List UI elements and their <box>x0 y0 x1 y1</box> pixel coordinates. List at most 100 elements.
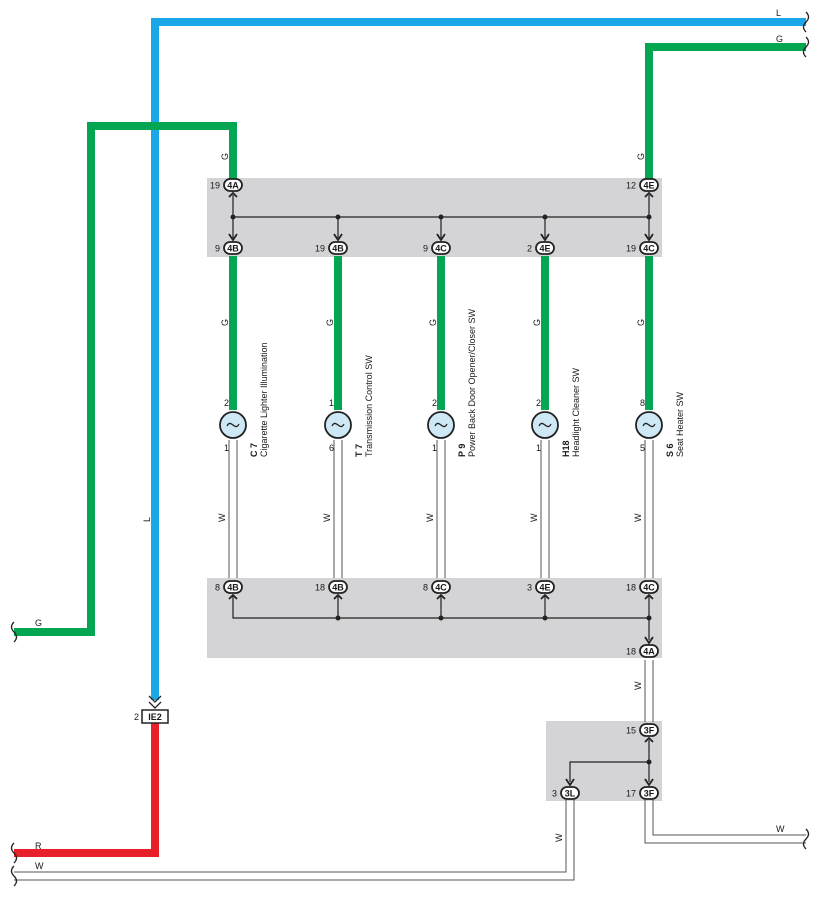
connector-4a-mid-shape <box>639 644 659 658</box>
component-code: C 7 <box>249 443 259 457</box>
component-name: Headlight Cleaner SW <box>571 367 581 457</box>
bus-upper-drops <box>232 217 650 238</box>
connector-top-row-1-arrow <box>228 233 238 242</box>
wire-label-branch-2-top: G <box>325 319 335 326</box>
wire-lower-right-w <box>644 660 654 722</box>
component-code: P 9 <box>457 444 467 457</box>
component-pin-top: 2 <box>536 398 541 408</box>
connector-mid-row-4-pin: 3 <box>527 583 532 593</box>
connector-mid-row-2-code: 4B <box>332 583 344 593</box>
wire-label-branch-5-bottom: W <box>633 513 643 522</box>
connector-top-row-2-shape <box>328 241 348 255</box>
component-pin-bottom: 1 <box>224 443 229 453</box>
wire-label-top-green: G <box>776 34 783 44</box>
connector-top-row-3-code: 4C <box>435 244 447 254</box>
wire-label-right-green-vertical: G <box>636 153 646 160</box>
connector-mid-row-3-pin: 8 <box>423 583 428 593</box>
connector-3l-code: 3L <box>565 789 576 799</box>
connector-3f-out-arrow <box>644 778 654 787</box>
wire-label-branch-5-top: G <box>636 319 646 326</box>
bus-upper-dots <box>230 214 652 220</box>
component-pin-top: 2 <box>224 398 229 408</box>
ie2-connector: IE2 2 <box>134 695 169 724</box>
connector-3l-shape <box>560 786 580 800</box>
connector-top-row-4: 4E2 <box>527 241 555 255</box>
connector-4e-top: 4E 12 <box>626 178 659 192</box>
connector-3f-in-pin: 15 <box>626 726 636 736</box>
connector-top-row-1-pin: 9 <box>215 244 220 254</box>
wire-lower-left-w <box>14 800 567 873</box>
connector-top-row-1-code: 4B <box>227 244 239 254</box>
wire-label-branch-3-top: G <box>428 319 438 326</box>
connector-3f-in: 3F 15 <box>626 723 659 737</box>
connector-4a-mid-pin: 18 <box>626 647 636 657</box>
connector-4a-top-arrow <box>228 191 238 198</box>
connector-3l-arrow <box>565 778 575 787</box>
connector-top-row-1: 4B 9 <box>215 241 243 255</box>
connector-top-row-3-pin: 9 <box>423 244 428 254</box>
bus-lower <box>569 740 650 782</box>
connector-mid-row-5-pin: 18 <box>626 583 636 593</box>
connector-4a-mid-code: 4A <box>643 647 655 657</box>
component-code: T 7 <box>354 444 364 457</box>
connector-4a-top-pin: 19 <box>210 181 220 191</box>
connector-mid-row-1-pin: 8 <box>215 583 220 593</box>
component-name: Cigarette Lighter Illumination <box>259 342 269 457</box>
connector-top-row-5-arrow <box>644 233 654 242</box>
connector-mid-row-2-arrow <box>333 593 343 600</box>
connector-4e-top-code: 4E <box>643 181 654 191</box>
component-name: Transmission Control SW <box>364 355 374 457</box>
wire-left-green <box>14 122 237 636</box>
wire-label-vertical-blue: L <box>142 517 152 522</box>
component-pin-bottom: 1 <box>536 443 541 453</box>
break-symbols-left <box>10 621 18 887</box>
connector-3f-out: 3F 17 <box>626 786 659 800</box>
wire-label-branch-4-top: G <box>532 319 542 326</box>
component-name: Power Back Door Opener/Closer SW <box>467 308 477 457</box>
connector-3f-in-shape <box>639 723 659 737</box>
connector-top-row-3: 4C 9 <box>423 241 451 255</box>
wire-label-branch-4-bottom: W <box>529 513 539 522</box>
connector-mid-row-3-code: 4C <box>435 583 447 593</box>
connector-4a-mid-arrow <box>644 636 654 645</box>
connector-top-row-2: 4B 19 <box>315 241 348 255</box>
connector-mid-row-4-shape <box>535 580 555 594</box>
component-pin-bottom: 1 <box>432 443 437 453</box>
bulb-filament-icon <box>538 422 552 428</box>
connector-top-row-2-arrow <box>333 233 343 242</box>
connector-top-row-2-code: 4B <box>332 244 344 254</box>
wire-top-green <box>645 43 806 180</box>
connector-3f-in-code: 3F <box>644 726 655 736</box>
wire-label-branch-2-bottom: W <box>322 513 332 522</box>
connector-mid-row-1-arrow <box>228 593 238 600</box>
connector-3f-out-pin: 17 <box>626 789 636 799</box>
wire-label-bottom-right-w: W <box>776 824 785 834</box>
connector-3f-out-code: 3F <box>644 789 655 799</box>
connector-top-row-2-pin: 19 <box>315 244 325 254</box>
connector-arrows <box>228 191 654 787</box>
component-pin-bottom: 6 <box>329 443 334 453</box>
connector-top-row-4-arrow <box>540 233 550 242</box>
connector-mid-row-2-shape <box>328 580 348 594</box>
wire-labels: L G G G G L G G G G G W W W W W W W W R … <box>35 8 785 871</box>
connector-mid-row-1-code: 4B <box>227 583 239 593</box>
ie2-pin: 2 <box>134 712 139 722</box>
bulb-filament-icon <box>642 422 656 428</box>
branch-green-wires <box>229 256 653 410</box>
wire-bottom-right-w <box>644 800 806 844</box>
connector-mid-row-3-arrow <box>436 593 446 600</box>
connector-4e-top-pin: 12 <box>626 181 636 191</box>
connector-3f-out-shape <box>639 786 659 800</box>
connector-mid-row-5-arrow <box>644 593 654 600</box>
connector-top-row-4-shape <box>535 241 555 255</box>
connector-3l-pin: 3 <box>552 789 557 799</box>
connector-mid-row-5-code: 4C <box>643 583 655 593</box>
